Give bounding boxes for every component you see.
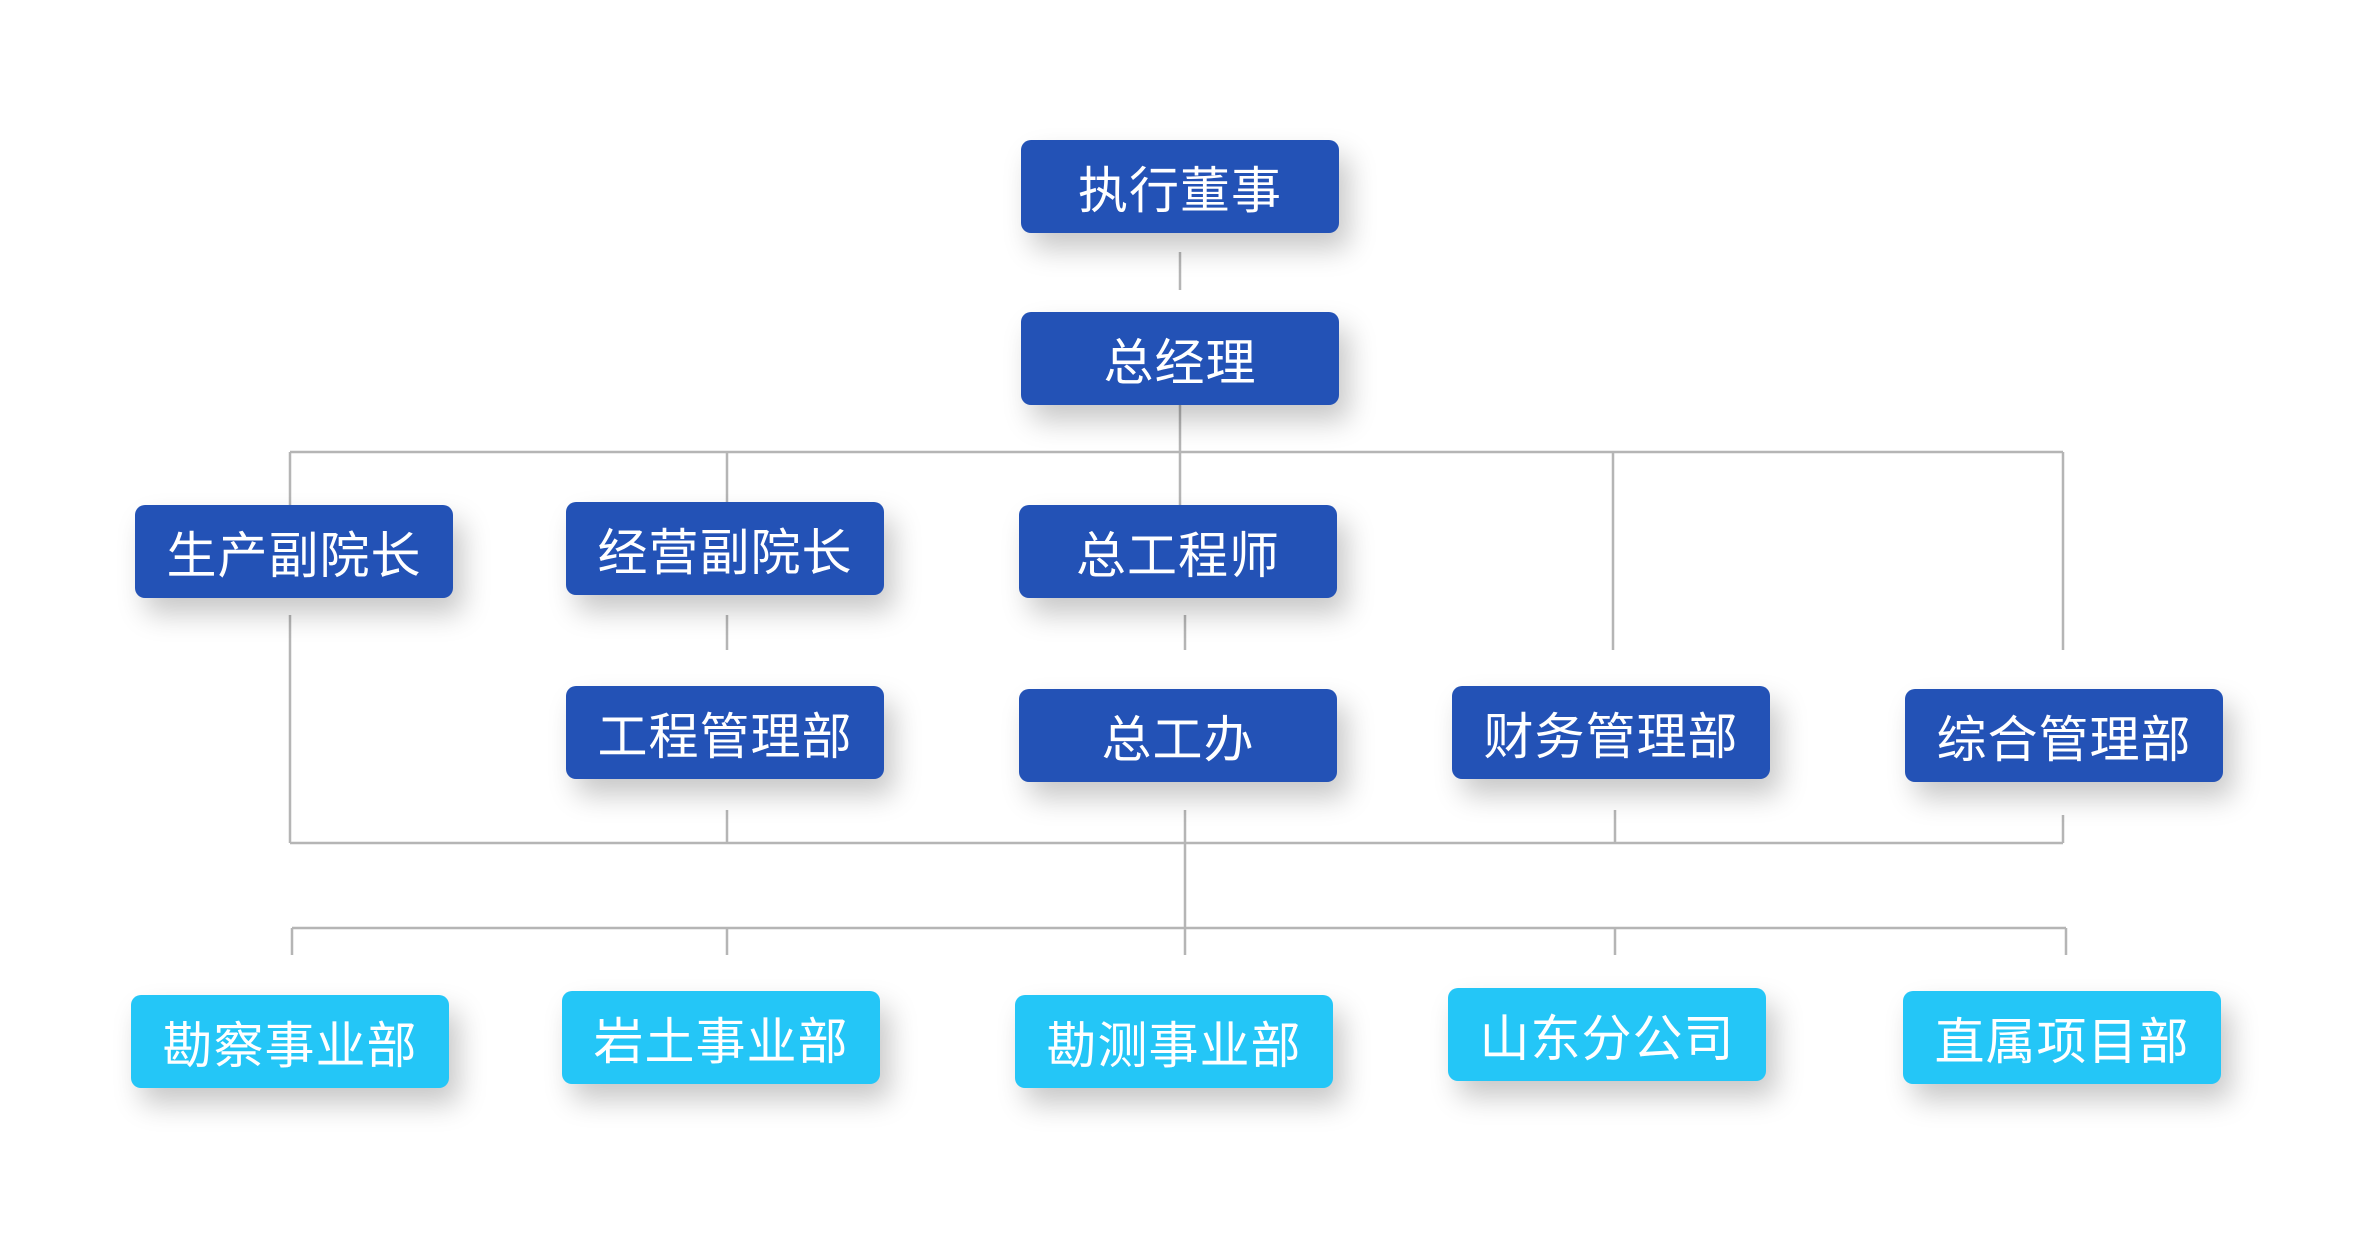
node-vp-operations: 经营副院长	[566, 502, 884, 595]
node-chief-engineer: 总工程师	[1019, 505, 1337, 598]
node-executive-director: 执行董事	[1021, 140, 1339, 233]
node-label: 经营副院长	[597, 523, 853, 582]
node-label: 财务管理部	[1483, 707, 1739, 766]
node-chief-engineer-office: 总工办	[1019, 689, 1337, 782]
node-label: 总经理	[1103, 333, 1257, 392]
node-label: 综合管理部	[1936, 710, 2192, 769]
node-label: 执行董事	[1078, 161, 1282, 220]
node-shandong-branch: 山东分公司	[1448, 988, 1766, 1081]
node-geotech-division: 岩土事业部	[562, 991, 880, 1084]
node-finance-mgmt-dept: 财务管理部	[1452, 686, 1770, 779]
node-label: 勘察事业部	[162, 1016, 418, 1075]
node-label: 勘测事业部	[1046, 1016, 1302, 1075]
node-label: 总工程师	[1076, 526, 1280, 585]
node-direct-project-dept: 直属项目部	[1903, 991, 2221, 1084]
node-label: 直属项目部	[1934, 1012, 2190, 1071]
node-vp-production: 生产副院长	[135, 505, 453, 598]
node-label: 生产副院长	[166, 526, 422, 585]
node-label: 工程管理部	[597, 707, 853, 766]
node-label: 山东分公司	[1479, 1009, 1735, 1068]
node-survey-division: 勘察事业部	[131, 995, 449, 1088]
node-engineering-mgmt-dept: 工程管理部	[566, 686, 884, 779]
node-surveying-division: 勘测事业部	[1015, 995, 1333, 1088]
node-label: 岩土事业部	[593, 1012, 849, 1071]
node-label: 总工办	[1101, 710, 1255, 769]
node-general-mgmt-dept: 综合管理部	[1905, 689, 2223, 782]
node-general-manager: 总经理	[1021, 312, 1339, 405]
